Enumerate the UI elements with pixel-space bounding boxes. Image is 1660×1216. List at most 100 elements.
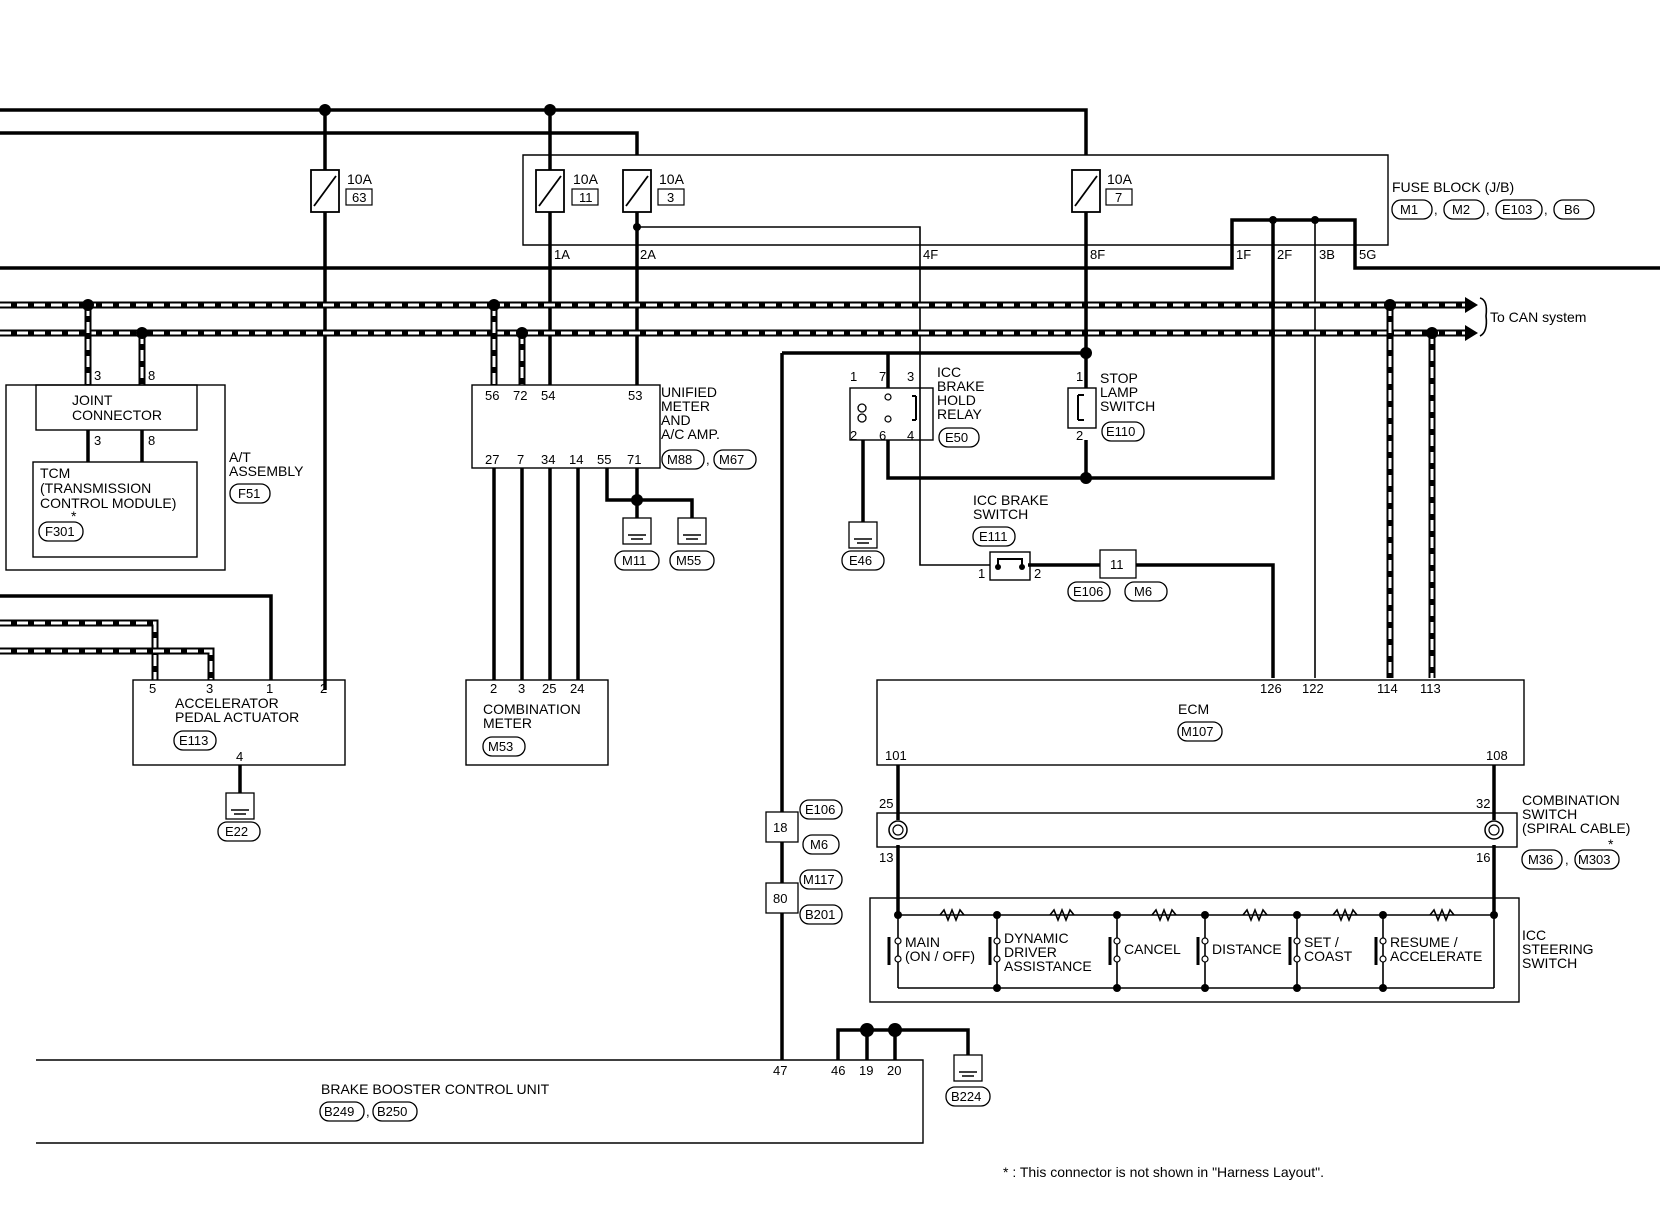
ecm-label: ECM bbox=[1178, 701, 1209, 717]
accelerator-pedal-actuator: 5 3 1 2 ACCELERATOR PEDAL ACTUATOR E113 … bbox=[132, 679, 346, 766]
svg-text:ACCELERATE: ACCELERATE bbox=[1390, 948, 1482, 964]
svg-text:72: 72 bbox=[513, 388, 527, 403]
fuse-amp: 10A bbox=[659, 171, 685, 187]
switch-main: MAIN bbox=[905, 934, 940, 950]
connector-label: M53 bbox=[488, 739, 513, 754]
icc-steering-label: ICC bbox=[1522, 927, 1546, 943]
stop-lamp-label: STOP bbox=[1100, 370, 1138, 386]
svg-text:CONNECTOR: CONNECTOR bbox=[72, 407, 162, 423]
svg-text:*: * bbox=[1608, 836, 1614, 852]
fuse-11: 10A 11 bbox=[535, 169, 599, 213]
svg-text:56: 56 bbox=[485, 388, 499, 403]
svg-text:METER: METER bbox=[483, 715, 532, 731]
svg-text:3: 3 bbox=[94, 433, 101, 448]
connector-label: E106 bbox=[1073, 584, 1103, 599]
terminal-label: 1A bbox=[554, 247, 570, 262]
joint-connector-label: JOINT bbox=[72, 392, 113, 408]
connector-label: M36 bbox=[1528, 852, 1553, 867]
terminal-label: 3B bbox=[1319, 247, 1335, 262]
connector-label: M117 bbox=[803, 872, 835, 887]
fuse-3: 10A 3 bbox=[622, 169, 685, 213]
svg-text:47: 47 bbox=[773, 1063, 787, 1078]
svg-text:CONTROL MODULE): CONTROL MODULE) bbox=[40, 495, 176, 511]
connector-label: M303 bbox=[1578, 852, 1611, 867]
fuse-7: 10A 7 bbox=[1071, 169, 1133, 213]
svg-text:14: 14 bbox=[569, 452, 583, 467]
svg-text:16: 16 bbox=[1476, 850, 1490, 865]
svg-text:HOLD: HOLD bbox=[937, 392, 976, 408]
ground-m11: M11 bbox=[614, 517, 660, 571]
connector-label: M2 bbox=[1452, 202, 1470, 217]
svg-text:,: , bbox=[1486, 202, 1490, 217]
connector-label: E103 bbox=[1502, 202, 1532, 217]
terminal-label: 5G bbox=[1359, 247, 1376, 262]
ground-e22: E22 bbox=[217, 792, 261, 842]
connector-label: E110 bbox=[1106, 424, 1135, 439]
brake-booster-label: BRAKE BOOSTER CONTROL UNIT bbox=[321, 1081, 550, 1097]
svg-text:ASSISTANCE: ASSISTANCE bbox=[1004, 958, 1092, 974]
switch-distance: DISTANCE bbox=[1212, 941, 1282, 957]
ground-b224: B224 bbox=[945, 1054, 991, 1107]
connector-label: F51 bbox=[238, 486, 260, 501]
fuse-number: 11 bbox=[579, 190, 593, 205]
connector-label: B250 bbox=[377, 1104, 407, 1119]
connector-label: M67 bbox=[719, 452, 744, 467]
connector-label: M1 bbox=[1400, 202, 1418, 217]
fuse-number: 3 bbox=[667, 190, 674, 205]
svg-text:2: 2 bbox=[1034, 566, 1041, 581]
at-assembly: 3 8 JOINT CONNECTOR 3 8 TCM (TRANSMISSIO… bbox=[5, 368, 304, 571]
ground-label: E22 bbox=[225, 824, 248, 839]
svg-text:5: 5 bbox=[149, 681, 156, 696]
svg-text:53: 53 bbox=[628, 388, 642, 403]
brake-booster-control-unit: 47 46 19 20 BRAKE BOOSTER CONTROL UNIT B… bbox=[36, 1059, 924, 1144]
svg-text:114: 114 bbox=[1377, 681, 1398, 696]
switch-dynamic-driver-assistance: DYNAMIC bbox=[1004, 930, 1069, 946]
svg-text:8: 8 bbox=[148, 433, 155, 448]
relay-label: ICC bbox=[937, 364, 961, 380]
terminal-label: 4F bbox=[923, 247, 938, 262]
svg-text:,: , bbox=[1434, 202, 1438, 217]
svg-text:18: 18 bbox=[773, 820, 787, 835]
icc-steering-switch: MAIN (ON / OFF) DYNAMIC DRIVER ASSISTANC… bbox=[869, 897, 1594, 1003]
svg-text:LAMP: LAMP bbox=[1100, 384, 1138, 400]
connector-label: M107 bbox=[1181, 724, 1214, 739]
ecm: 126 122 114 113 ECM M107 101 108 bbox=[876, 679, 1525, 766]
svg-text:STEERING: STEERING bbox=[1522, 941, 1594, 957]
can-bus bbox=[0, 297, 1488, 680]
svg-text:AND: AND bbox=[661, 412, 691, 428]
fuse-amp: 10A bbox=[347, 171, 373, 187]
connector-label: B6 bbox=[1564, 202, 1580, 217]
switch-cancel: CANCEL bbox=[1124, 941, 1181, 957]
svg-text:1: 1 bbox=[1076, 369, 1083, 384]
connector-label: E113 bbox=[179, 733, 208, 748]
svg-text:46: 46 bbox=[831, 1063, 845, 1078]
icc-brake-switch: 1 2 ICC BRAKE SWITCH E111 bbox=[972, 492, 1048, 581]
svg-text:54: 54 bbox=[541, 388, 555, 403]
svg-text:24: 24 bbox=[570, 681, 584, 696]
inline-connector-11: 11 E106 M6 bbox=[1067, 549, 1168, 602]
connector-label: E106 bbox=[805, 802, 835, 817]
svg-text:3: 3 bbox=[907, 369, 914, 384]
tcm-label: TCM bbox=[40, 465, 70, 481]
svg-text:113: 113 bbox=[1420, 681, 1441, 696]
svg-text:25: 25 bbox=[542, 681, 556, 696]
svg-text:COAST: COAST bbox=[1304, 948, 1353, 964]
svg-text:4: 4 bbox=[907, 428, 914, 443]
icc-brake-hold-relay: 1 7 3 2 6 4 ICC BRAKE HOLD RELAY E50 bbox=[849, 364, 984, 448]
unified-meter: 56 72 54 53 27 7 34 14 55 71 UNIFIED MET… bbox=[471, 384, 757, 470]
combination-meter-label: COMBINATION bbox=[483, 701, 581, 717]
ground-label: E46 bbox=[849, 553, 872, 568]
svg-text:32: 32 bbox=[1476, 796, 1490, 811]
svg-text:SWITCH: SWITCH bbox=[1522, 955, 1577, 971]
junction-dots bbox=[82, 104, 1438, 1037]
fuse-block: FUSE BLOCK (J/B) M1 , M2 , E103 , B6 1A … bbox=[522, 154, 1595, 262]
svg-text:(ON / OFF): (ON / OFF) bbox=[905, 948, 975, 964]
switch-set-coast: SET / bbox=[1304, 934, 1339, 950]
svg-text:20: 20 bbox=[887, 1063, 901, 1078]
svg-text:RELAY: RELAY bbox=[937, 406, 983, 422]
svg-text:13: 13 bbox=[879, 850, 893, 865]
svg-text:108: 108 bbox=[1486, 748, 1508, 763]
svg-text:BRAKE: BRAKE bbox=[937, 378, 984, 394]
ground-label: M11 bbox=[622, 553, 646, 568]
